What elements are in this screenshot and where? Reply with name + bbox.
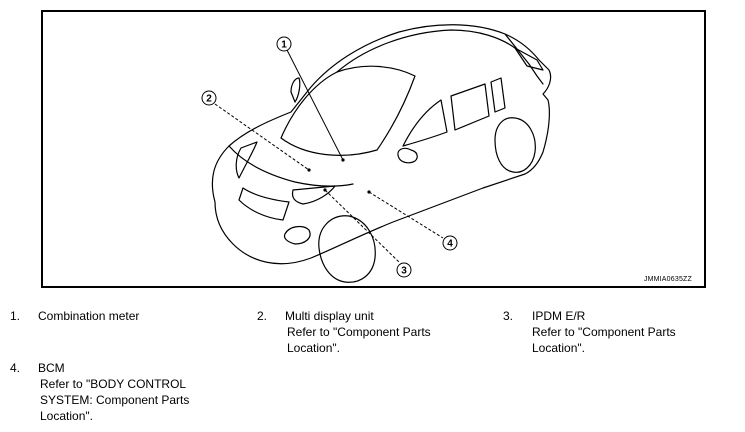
- leader-line-1: [286, 49, 344, 161]
- legend-title: Combination meter: [38, 309, 140, 323]
- side-window-front: [402, 99, 448, 147]
- point-2: [307, 168, 311, 172]
- leader-line-3: [324, 189, 400, 263]
- point-4: [367, 190, 371, 194]
- legend-title: BCM: [38, 361, 65, 375]
- callout-label-3: 3: [401, 266, 407, 277]
- legend-title: Multi display unit: [285, 309, 374, 323]
- legend-number: 1.: [10, 309, 21, 323]
- car-body-outline: [211, 24, 552, 265]
- legend-number: 3.: [503, 309, 514, 323]
- legend-item-4: 4. BCM Refer to "BODY CONTROL SYSTEM: Co…: [10, 360, 240, 428]
- callout-label-4: 4: [447, 239, 453, 250]
- legend-detail: Location".: [287, 341, 340, 355]
- point-1: [341, 158, 345, 162]
- legend-detail: Location".: [532, 341, 585, 355]
- callout-label-2: 2: [206, 94, 212, 105]
- legend-detail: Refer to "Component Parts: [287, 325, 431, 339]
- callout-circle-1: [276, 36, 292, 52]
- legend-item-2: 2. Multi display unit Refer to "Componen…: [257, 308, 487, 360]
- legend-detail: SYSTEM: Component Parts: [40, 393, 190, 407]
- side-mirror: [397, 147, 418, 164]
- front-wheel: [318, 215, 376, 283]
- legend-detail: Refer to "BODY CONTROL: [40, 377, 187, 391]
- callout-circle-2: [201, 90, 217, 106]
- legend-detail: Refer to "Component Parts: [532, 325, 676, 339]
- legend-item-3: 3. IPDM E/R Refer to "Component Parts Lo…: [503, 308, 733, 360]
- image-code: JMMIA0635ZZ: [643, 276, 692, 283]
- legend-number: 4.: [10, 361, 21, 375]
- headlight-right: [291, 185, 336, 205]
- leader-line-2: [214, 103, 310, 171]
- callout-circle-4: [442, 235, 458, 251]
- roof-line: [336, 29, 516, 73]
- legend-title: IPDM E/R: [532, 309, 586, 323]
- headlight-left: [235, 141, 258, 179]
- callout-label-1: 1: [281, 40, 287, 51]
- leader-line-4: [368, 191, 444, 239]
- point-3: [323, 188, 327, 192]
- component-location-figure: 1 2 3 4 JMMIA0635ZZ: [41, 10, 706, 288]
- hood-line: [228, 145, 354, 187]
- rear-wheel: [494, 117, 536, 173]
- legend-item-1: 1. Combination meter: [10, 308, 240, 328]
- windshield: [280, 65, 416, 156]
- vehicle-illustration: 1 2 3 4: [201, 24, 552, 283]
- rear-light: [514, 47, 544, 71]
- roof-spoiler: [504, 33, 544, 85]
- side-window-rear: [490, 77, 506, 113]
- front-grille: [238, 187, 290, 221]
- legend-detail: Location".: [40, 409, 93, 423]
- legend-number: 2.: [257, 309, 268, 323]
- antenna: [290, 77, 301, 103]
- side-window-mid: [450, 83, 490, 131]
- fog-light: [283, 225, 311, 245]
- callout-circle-3: [396, 262, 412, 278]
